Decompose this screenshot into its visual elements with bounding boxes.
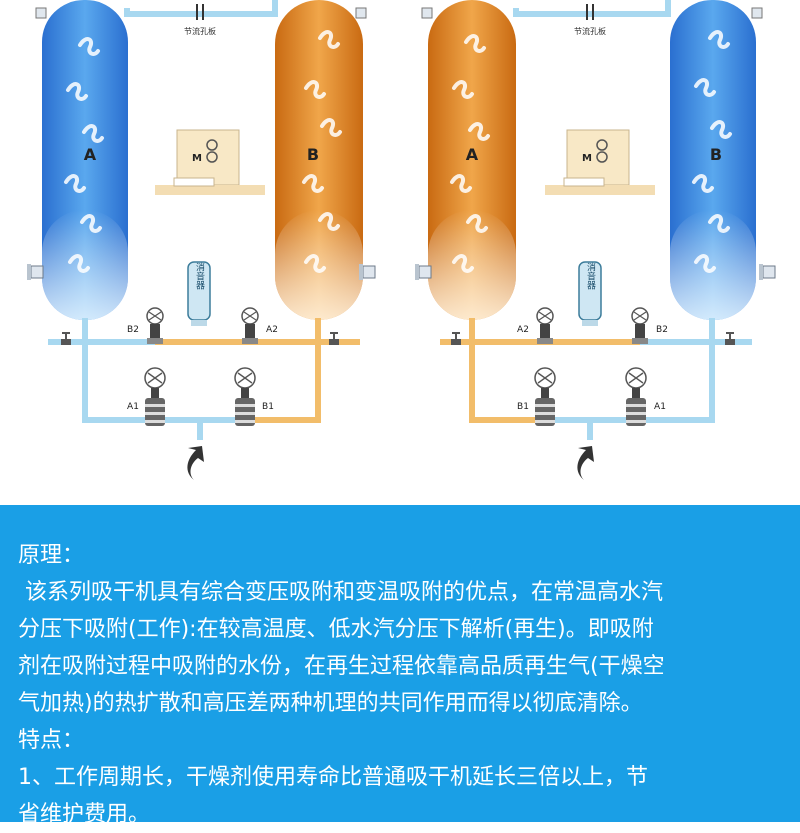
valve-a2 bbox=[536, 307, 554, 345]
tower-a-label: A bbox=[84, 145, 97, 164]
tower-a-label: A bbox=[466, 145, 479, 164]
valve-b1-label: B1 bbox=[262, 402, 274, 412]
tower-a-side-nozzle bbox=[26, 263, 44, 281]
tower-b-label: B bbox=[307, 145, 319, 164]
valve-a2 bbox=[241, 307, 259, 345]
feature-line: 1、工作周期长，干燥剂使用寿命比普通吸干机延长三倍以上，节 bbox=[18, 765, 648, 790]
principle-line: 分压下吸附(工作):在较高温度、低水汽分压下解析(再生)。即吸附 bbox=[18, 617, 654, 642]
motor-label: M bbox=[582, 153, 592, 164]
right-drain-valve bbox=[724, 332, 736, 346]
motor-box: M bbox=[544, 129, 656, 196]
tower-b-orange: B bbox=[275, 0, 363, 320]
muffler: 消音器 bbox=[187, 261, 211, 327]
orifice-plate-label: 节流孔板 bbox=[184, 26, 216, 36]
valve-a1 bbox=[144, 367, 166, 427]
muffler: 消音器 bbox=[578, 261, 602, 327]
left-diagram: 节流孔板 A B bbox=[26, 0, 376, 480]
tower-a-top-valve bbox=[421, 7, 433, 19]
dryer-process-diagram: 节流孔板 A B bbox=[26, 0, 776, 480]
valve-b2-label: B2 bbox=[656, 325, 668, 335]
tower-b-label: B bbox=[710, 145, 722, 164]
tower-b-blue: B bbox=[670, 0, 756, 320]
muffler-label: 消音器 bbox=[194, 261, 205, 289]
valve-b1-label: B1 bbox=[517, 402, 529, 412]
tower-a-blue: A bbox=[42, 0, 128, 320]
tower-a-top-valve bbox=[35, 7, 47, 19]
principle-heading: 原理： bbox=[18, 543, 85, 568]
orifice-plate-label: 节流孔板 bbox=[574, 26, 606, 36]
right-drain-valve bbox=[328, 332, 340, 346]
left-drain-valve bbox=[450, 332, 462, 346]
principle-line: 该系列吸干机具有综合变压吸附和变温吸附的优点，在常温高水汽 bbox=[25, 580, 664, 605]
valve-a2-label: A2 bbox=[517, 325, 529, 335]
tower-b-top-valve bbox=[355, 7, 367, 19]
principle-line: 剂在吸附过程中吸附的水份，在再生过程依靠高品质再生气(干燥空 bbox=[18, 654, 665, 679]
tower-b-side-nozzle bbox=[358, 263, 376, 281]
valve-b2-label: B2 bbox=[127, 325, 139, 335]
valve-a1-label: A1 bbox=[654, 402, 666, 412]
tower-b-side-nozzle bbox=[758, 263, 776, 281]
muffler-label: 消音器 bbox=[585, 261, 596, 289]
valve-b1 bbox=[534, 367, 556, 427]
valve-b2 bbox=[146, 307, 164, 345]
tower-a-side-nozzle bbox=[414, 263, 432, 281]
principle-line: 气加热)的热扩散和高压差两种机理的共同作用而得以彻底清除。 bbox=[18, 691, 643, 716]
outlet-arrow-icon bbox=[577, 446, 594, 480]
right-diagram: 节流孔板 A B bbox=[414, 0, 776, 480]
valve-b2 bbox=[631, 307, 649, 345]
valve-a1 bbox=[625, 367, 647, 427]
tower-a-orange: A bbox=[428, 0, 516, 320]
tower-b-top-valve bbox=[751, 7, 763, 19]
valve-a1-label: A1 bbox=[127, 402, 139, 412]
motor-label: M bbox=[192, 153, 202, 164]
feature-line: 省维护费用。 bbox=[18, 802, 151, 827]
description-panel: 原理： 该系列吸干机具有综合变压吸附和变温吸附的优点，在常温高水汽 分压下吸附(… bbox=[0, 505, 800, 827]
left-drain-valve bbox=[60, 332, 72, 346]
valve-a2-label: A2 bbox=[266, 325, 278, 335]
motor-box: M bbox=[154, 129, 266, 196]
features-heading: 特点： bbox=[18, 728, 85, 753]
valve-b1 bbox=[234, 367, 256, 427]
outlet-arrow-icon bbox=[187, 446, 204, 480]
